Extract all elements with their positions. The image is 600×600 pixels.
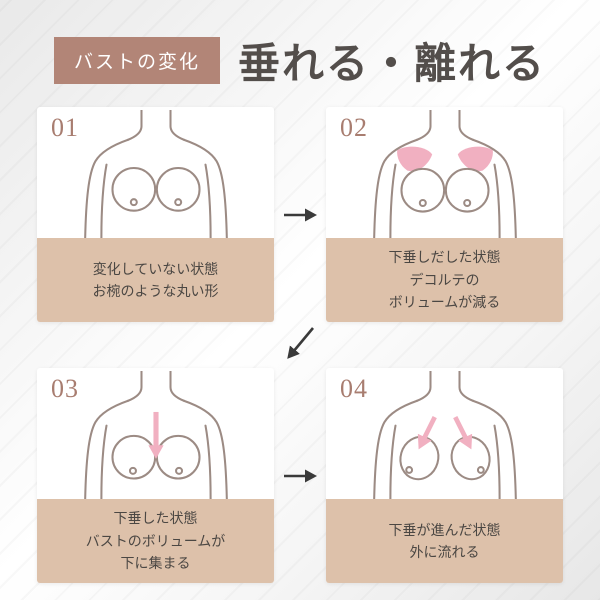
breast-left [110, 167, 156, 212]
caption-line: 外に流れる [409, 544, 480, 560]
stage-caption: 変化していない状態 お椀のような丸い形 [37, 238, 274, 322]
right-arrow-icon [284, 208, 317, 221]
arrow-step1-to-2 [274, 107, 326, 322]
torso-round-bust-icon [83, 110, 228, 238]
stage-caption: 下垂しだした状態 デコルテの ボリュームが減る [326, 238, 563, 322]
caption-line: お椀のような丸い形 [92, 283, 219, 299]
header: バストの変化 垂れる・離れる [0, 0, 600, 91]
arrow-step3-to-4 [274, 368, 326, 583]
page-title: 垂れる・離れる [238, 42, 547, 88]
down-left-arrow-icon [287, 327, 314, 359]
caption-line: 変化していない状態 [92, 260, 219, 277]
breast-right [155, 434, 201, 480]
stage-card-2: 02 [326, 107, 563, 322]
stage-caption: 下垂した状態 バストのボリュームが 下に集まる [37, 499, 274, 583]
breast-right [450, 435, 491, 481]
header-badge: バストの変化 [53, 37, 220, 84]
arrow-step2-to-3 [37, 322, 563, 368]
stage-number: 02 [340, 113, 368, 142]
stage-2-illustration [326, 107, 563, 238]
stage-card-1: 01 [37, 107, 274, 322]
stage-card-3: 03 [37, 368, 274, 583]
decollete-hollow-left [396, 146, 432, 172]
torso-sagging-volume-down-icon [83, 371, 228, 499]
stages-grid: 01 [0, 107, 600, 583]
stage-number: 01 [51, 113, 79, 142]
outward-flow-arrow-left [417, 416, 437, 450]
torso-decollete-volume-loss-icon [372, 110, 517, 238]
breast-left [110, 434, 156, 480]
right-arrow-icon [284, 469, 317, 482]
stage-1-illustration [37, 107, 274, 238]
stage-card-4: 04 [326, 368, 563, 583]
caption-line: 下垂が進んだ状態 [388, 521, 501, 538]
caption-line: バストのボリュームが [85, 532, 226, 549]
stage-3-illustration [37, 368, 274, 499]
stage-caption: 下垂が進んだ状態 外に流れる [326, 499, 563, 583]
breast-right [155, 167, 201, 212]
stage-number: 03 [51, 374, 79, 403]
torso-sagging-outward-flow-icon [372, 371, 517, 499]
breast-left [398, 435, 439, 481]
outward-flow-arrow-right [452, 416, 472, 450]
stage-4-illustration [326, 368, 563, 499]
breast-right [444, 167, 490, 213]
caption-line: ボリュームが減る [388, 294, 501, 311]
stage-number: 04 [340, 374, 368, 403]
decollete-hollow-right [457, 146, 493, 172]
caption-line: 下に集まる [120, 555, 191, 572]
caption-line: 下垂しだした状態 [388, 249, 501, 266]
caption-line: 下垂した状態 [113, 510, 198, 527]
caption-line: デコルテの [409, 271, 480, 288]
breast-left [399, 167, 445, 213]
